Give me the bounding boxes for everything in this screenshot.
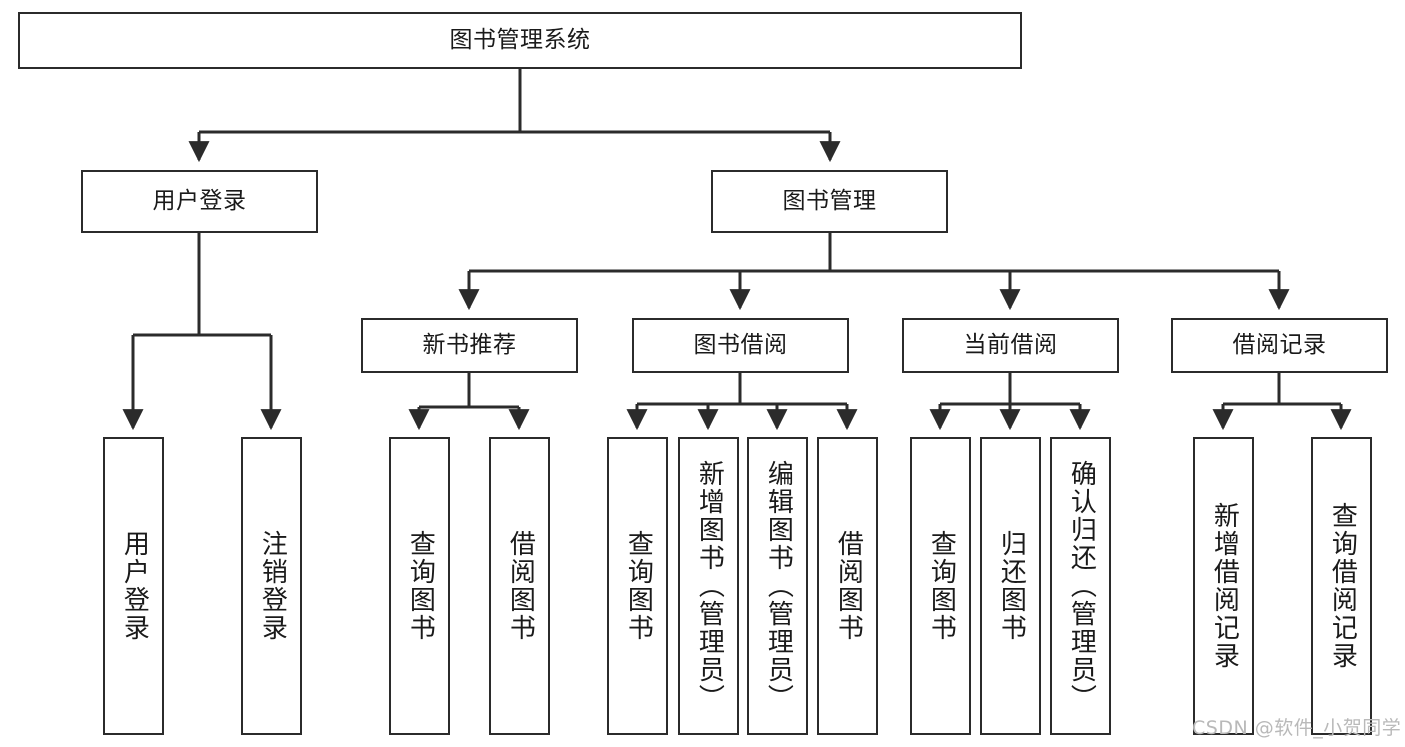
leaf-return-book[interactable]: 归还图书 — [980, 437, 1041, 735]
node-book-management[interactable]: 图书管理 — [711, 170, 948, 233]
node-label: 查询图书 — [405, 530, 436, 642]
node-book-borrow[interactable]: 图书借阅 — [632, 318, 849, 373]
leaf-edit-book-admin[interactable]: 编辑图书（管理员） — [747, 437, 808, 735]
node-user-login[interactable]: 用户登录 — [81, 170, 318, 233]
node-label: 新增借阅记录 — [1209, 502, 1240, 670]
leaf-query-borrow-record[interactable]: 查询借阅记录 — [1311, 437, 1372, 735]
node-label: 图书管理系统 — [449, 26, 591, 53]
node-root[interactable]: 图书管理系统 — [18, 12, 1022, 69]
node-borrow-records[interactable]: 借阅记录 — [1171, 318, 1388, 373]
node-label: 借阅图书 — [833, 530, 864, 642]
node-label: 图书管理 — [782, 187, 877, 214]
node-label: 查询借阅记录 — [1327, 502, 1358, 670]
leaf-confirm-return-admin[interactable]: 确认归还（管理员） — [1050, 437, 1111, 735]
node-new-book-recommendation[interactable]: 新书推荐 — [361, 318, 578, 373]
node-label: 新书推荐 — [422, 331, 517, 358]
leaf-query-book-1[interactable]: 查询图书 — [389, 437, 450, 735]
leaf-borrow-book-2[interactable]: 借阅图书 — [817, 437, 878, 735]
node-label: 确认归还（管理员） — [1066, 460, 1097, 712]
leaf-user-login[interactable]: 用户登录 — [103, 437, 164, 735]
leaf-query-book-2[interactable]: 查询图书 — [607, 437, 668, 735]
node-label: 查询图书 — [926, 530, 957, 642]
leaf-add-book-admin[interactable]: 新增图书（管理员） — [678, 437, 739, 735]
node-label: 新增图书（管理员） — [694, 460, 725, 712]
leaf-add-borrow-record[interactable]: 新增借阅记录 — [1193, 437, 1254, 735]
node-label: 用户登录 — [119, 530, 150, 642]
node-label: 注销登录 — [257, 530, 288, 642]
node-label: 查询图书 — [623, 530, 654, 642]
node-label: 编辑图书（管理员） — [763, 460, 794, 712]
node-label: 借阅记录 — [1232, 331, 1327, 358]
node-label: 当前借阅 — [963, 331, 1058, 358]
node-label: 用户登录 — [152, 187, 247, 214]
node-label: 归还图书 — [996, 530, 1027, 642]
leaf-query-book-3[interactable]: 查询图书 — [910, 437, 971, 735]
leaf-borrow-book-1[interactable]: 借阅图书 — [489, 437, 550, 735]
node-label: 借阅图书 — [505, 530, 536, 642]
node-label: 图书借阅 — [693, 331, 788, 358]
leaf-logout[interactable]: 注销登录 — [241, 437, 302, 735]
node-current-borrow[interactable]: 当前借阅 — [902, 318, 1119, 373]
